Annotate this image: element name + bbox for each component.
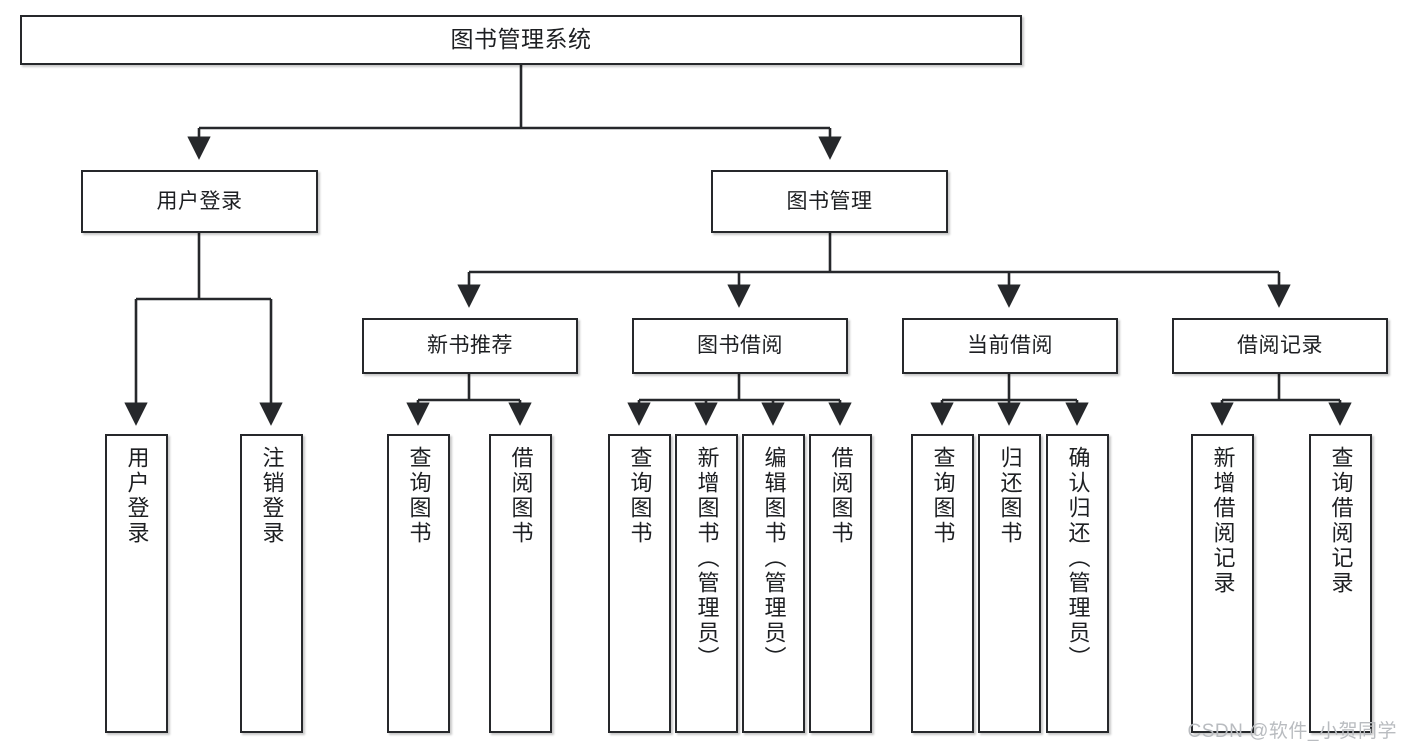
- node-leaf-query-record-label: 查询借阅记录: [1328, 446, 1354, 596]
- node-leaf-return-book-label: 归还图书: [997, 446, 1023, 546]
- node-leaf-query-book-3[interactable]: 查询图书: [911, 434, 974, 733]
- node-current-borrow[interactable]: 当前借阅: [902, 318, 1118, 374]
- node-root[interactable]: 图书管理系统: [20, 15, 1022, 65]
- node-leaf-borrow-book-1-label: 借阅图书: [508, 446, 534, 546]
- watermark: CSDN @软件_小贺同学: [1187, 721, 1397, 742]
- node-leaf-user-login-label: 用户登录: [124, 446, 150, 546]
- node-leaf-borrow-book-1[interactable]: 借阅图书: [489, 434, 552, 733]
- node-leaf-return-book[interactable]: 归还图书: [978, 434, 1041, 733]
- node-leaf-logout-label: 注销登录: [259, 446, 285, 546]
- node-book-borrow[interactable]: 图书借阅: [632, 318, 848, 374]
- node-new-book-recommend-label: 新书推荐: [427, 334, 513, 358]
- node-leaf-edit-book[interactable]: 编辑图书（管理员）: [742, 434, 805, 733]
- node-book-management-label: 图书管理: [786, 189, 873, 213]
- node-leaf-confirm-return[interactable]: 确认归还（管理员）: [1046, 434, 1109, 733]
- node-leaf-edit-book-label: 编辑图书（管理员）: [761, 446, 787, 671]
- node-leaf-query-book-3-label: 查询图书: [930, 446, 956, 546]
- node-leaf-add-book-label: 新增图书（管理员）: [694, 446, 720, 671]
- node-user-login[interactable]: 用户登录: [81, 170, 318, 233]
- node-leaf-add-book[interactable]: 新增图书（管理员）: [675, 434, 738, 733]
- node-leaf-borrow-book-2[interactable]: 借阅图书: [809, 434, 872, 733]
- node-leaf-confirm-return-label: 确认归还（管理员）: [1065, 446, 1091, 671]
- node-leaf-add-record-label: 新增借阅记录: [1210, 446, 1236, 596]
- node-leaf-add-record[interactable]: 新增借阅记录: [1191, 434, 1254, 733]
- node-leaf-query-book-2[interactable]: 查询图书: [608, 434, 671, 733]
- node-user-login-label: 用户登录: [156, 189, 243, 213]
- node-book-borrow-label: 图书借阅: [697, 334, 783, 358]
- node-current-borrow-label: 当前借阅: [967, 334, 1053, 358]
- node-borrow-record-label: 借阅记录: [1237, 334, 1323, 358]
- node-leaf-query-book-1[interactable]: 查询图书: [387, 434, 450, 733]
- node-leaf-query-record[interactable]: 查询借阅记录: [1309, 434, 1372, 733]
- node-leaf-query-book-2-label: 查询图书: [627, 446, 653, 546]
- node-new-book-recommend[interactable]: 新书推荐: [362, 318, 578, 374]
- node-root-label: 图书管理系统: [450, 26, 592, 53]
- node-book-management[interactable]: 图书管理: [711, 170, 948, 233]
- node-leaf-user-login[interactable]: 用户登录: [105, 434, 168, 733]
- node-leaf-query-book-1-label: 查询图书: [406, 446, 432, 546]
- node-leaf-logout[interactable]: 注销登录: [240, 434, 303, 733]
- node-leaf-borrow-book-2-label: 借阅图书: [828, 446, 854, 546]
- node-borrow-record[interactable]: 借阅记录: [1172, 318, 1388, 374]
